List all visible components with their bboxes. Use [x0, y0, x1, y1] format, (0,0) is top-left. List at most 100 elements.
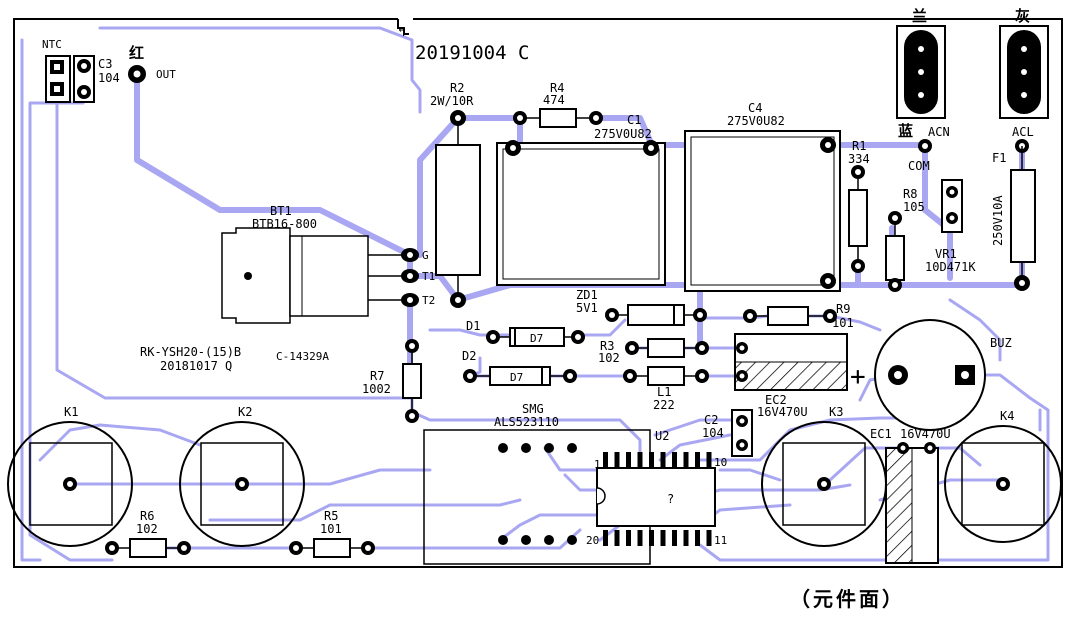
u2-ic: U2 ? 1 10 11 20: [586, 429, 727, 547]
c1-value: 275V0U82: [594, 127, 652, 141]
u2-pin-pad: [672, 452, 677, 468]
r1-resistor: R1 334: [848, 139, 870, 273]
u2-pin-pad: [660, 530, 666, 546]
u2-pin-pad: [637, 530, 643, 546]
k4-label: K4: [1000, 409, 1014, 423]
u2-pin-pad: [614, 530, 620, 546]
bt1-triac: G T1 T2 BT1 BTB16-800: [221, 204, 435, 324]
u2-pin-pad: [603, 452, 608, 468]
d1-ref: D1: [466, 319, 480, 333]
u2-pin-pad: [626, 452, 631, 468]
ec2-ref: EC2: [765, 393, 787, 407]
d2-body: D7: [510, 371, 523, 384]
ec1-value: 16V470U: [900, 427, 951, 441]
r7-resistor: R7 1002: [362, 339, 422, 423]
ec1-capacitor: EC1 16V470U: [870, 427, 951, 564]
side-caption: （元件面）: [790, 587, 905, 611]
r1-ref: R1: [852, 139, 866, 153]
ec2-value: 16V470U: [757, 405, 808, 419]
buz-plus: +: [850, 362, 866, 392]
lan-label: 兰: [912, 7, 927, 25]
u2-pin-pad: [626, 530, 631, 546]
r6-value: 102: [136, 522, 158, 536]
out-label: OUT: [156, 68, 176, 81]
u2-pin-pad: [683, 452, 689, 468]
u2-pin-pad: [695, 530, 700, 546]
u2-pin1: 1: [594, 458, 601, 471]
c3-ref: C3: [98, 57, 112, 71]
u2-pin-pad: [683, 530, 689, 546]
smg-value: ALS523110: [494, 415, 559, 429]
r9-ref: R9: [836, 302, 850, 316]
d2-ref: D2: [462, 349, 476, 363]
ec2-capacitor: EC2 16V470U: [734, 333, 848, 419]
ntc-label: NTC: [42, 38, 62, 51]
c4-ref: C4: [748, 101, 762, 115]
key-k2: K2: [179, 405, 305, 547]
r4-ref: R4: [550, 81, 564, 95]
r3-ref: R3: [600, 339, 614, 353]
u2-body: ?: [667, 492, 674, 506]
r4-value: 474: [543, 93, 565, 107]
acn-label: ACN: [928, 125, 950, 139]
l1-value: 222: [653, 398, 675, 412]
r9-resistor: R9 101: [743, 302, 854, 330]
bt1-ref: BT1: [270, 204, 292, 218]
c3-value: 104: [98, 71, 120, 85]
vr1-value: 10D471K: [925, 260, 976, 274]
c1-ref: C1: [627, 113, 641, 127]
u2-pin-pad: [706, 452, 712, 468]
c4-value: 275V0U82: [727, 114, 785, 128]
r5-resistor: R5 101: [289, 509, 375, 558]
module-code: C-14329A: [276, 350, 329, 363]
l1-inductor: L1 222: [623, 366, 709, 412]
c2-value: 104: [702, 426, 724, 440]
module-date: 20181017 Q: [160, 359, 232, 373]
f1-fuse: F1 250V10A: [991, 146, 1036, 291]
u2-ref: U2: [655, 429, 669, 443]
vr1-ref: VR1: [935, 247, 957, 261]
pin-g-label: G: [422, 249, 429, 262]
r3-value: 102: [598, 351, 620, 365]
r8-resistor: R8 105: [885, 187, 925, 292]
u2-pin-pad: [672, 530, 677, 546]
u2-pin-pad: [660, 452, 666, 468]
pin-t1-label: T1: [422, 270, 435, 283]
r3-resistor: R3 102: [598, 338, 709, 365]
l1-ref: L1: [657, 385, 671, 399]
r5-ref: R5: [324, 509, 338, 523]
u2-pin-pad: [637, 452, 643, 468]
r8-value: 105: [903, 200, 925, 214]
r9-value: 101: [832, 316, 854, 330]
d1-body: D7: [530, 332, 543, 345]
key-k4: K4: [944, 409, 1062, 543]
terminal-acl: 灰 ACL: [999, 7, 1049, 153]
com-label: COM: [908, 159, 930, 173]
u2-pin-pad: [649, 530, 654, 546]
bt1-value: BTB16-800: [252, 217, 317, 231]
terminal-acn: 兰 蓝 ACN COM: [896, 7, 950, 173]
u2-pin10: 10: [714, 456, 727, 469]
c2-capacitor: C2 104: [702, 409, 753, 457]
buz-label: BUZ: [990, 336, 1012, 350]
acl-label: ACL: [1012, 125, 1034, 139]
r5-value: 101: [320, 522, 342, 536]
d2-diode: D2 D7: [462, 349, 577, 386]
board-notch: [397, 19, 409, 35]
zd1-value: 5V1: [576, 301, 598, 315]
k3-label: K3: [829, 405, 843, 419]
r8-ref: R8: [903, 187, 917, 201]
r2-resistor: R2 2W/10R: [430, 81, 481, 308]
module-name: RK-YSH20-(15)B: [140, 345, 241, 359]
r7-value: 1002: [362, 382, 391, 396]
u2-pin-pad: [614, 452, 620, 468]
zd1-ref: ZD1: [576, 288, 598, 302]
hui-label: 灰: [1015, 7, 1030, 25]
u2-pin-pad: [695, 452, 700, 468]
f1-ref: F1: [992, 151, 1006, 165]
buzzer: + BUZ: [850, 319, 1012, 431]
board-outline: [13, 18, 1063, 568]
key-k3: K3: [761, 405, 887, 547]
r4-resistor: R4 474: [513, 81, 603, 128]
